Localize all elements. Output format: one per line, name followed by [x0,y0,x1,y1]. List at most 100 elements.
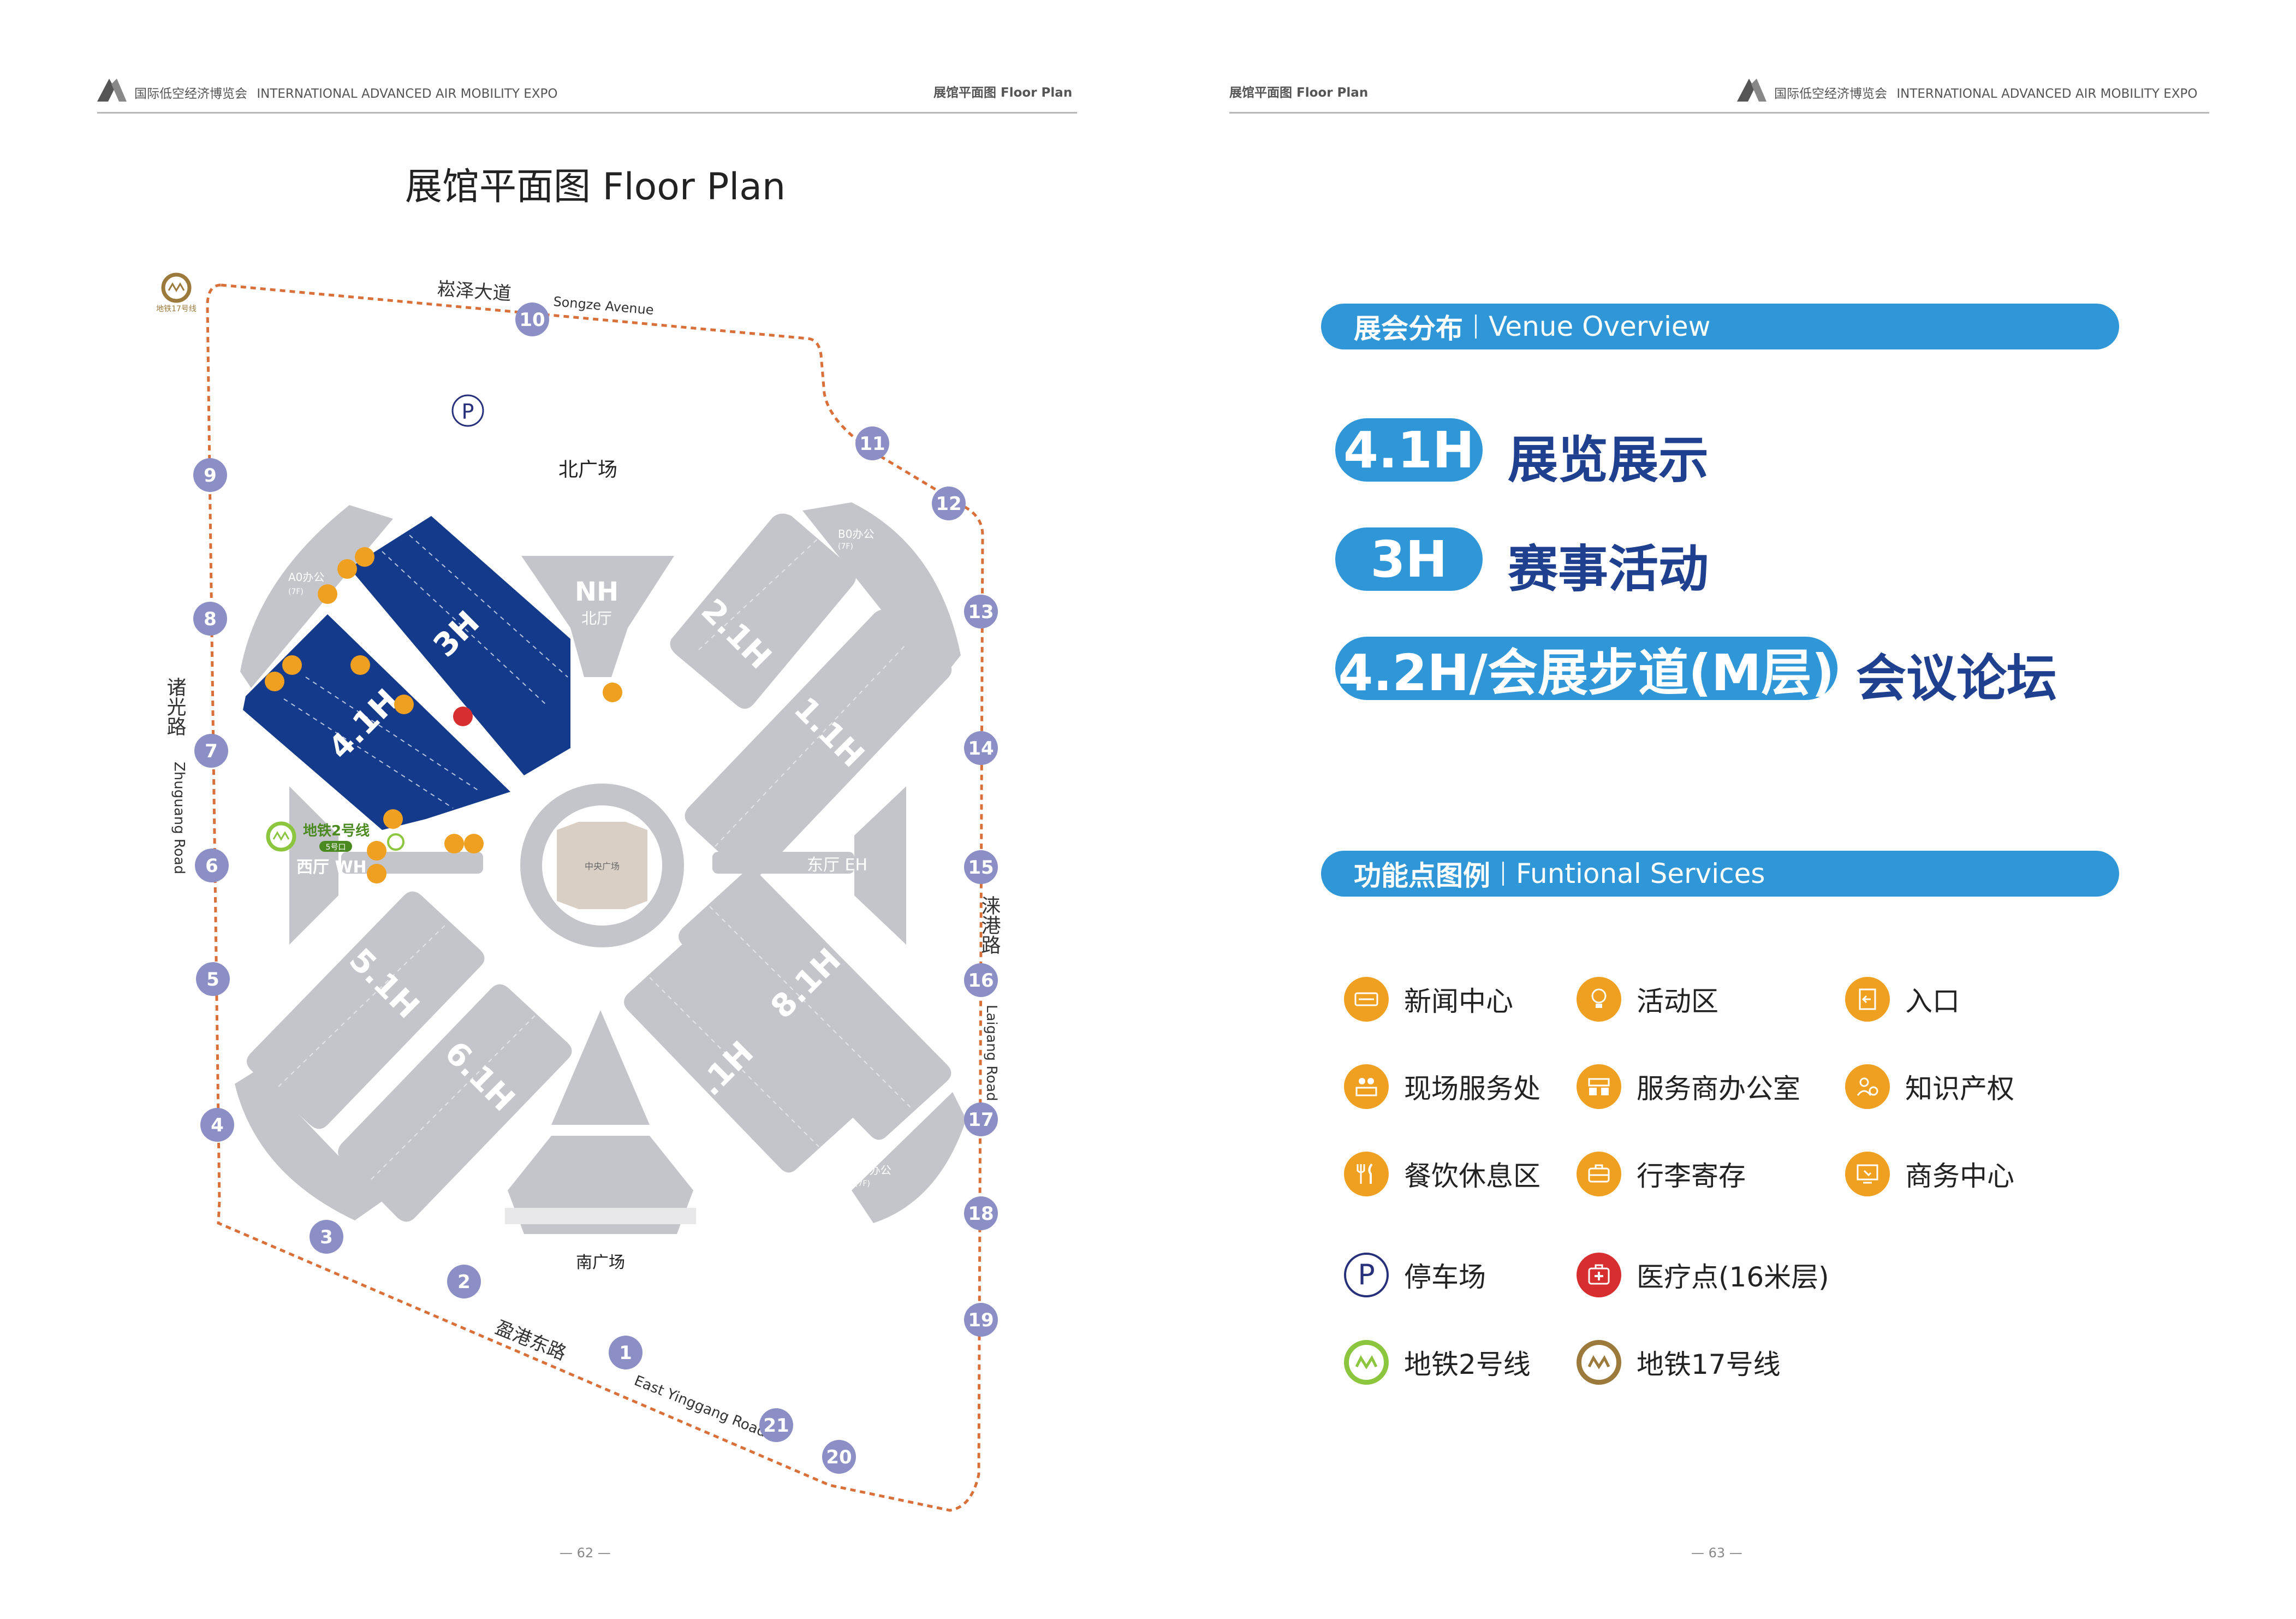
office-icon [1577,1064,1621,1109]
ip-icon [1845,1064,1890,1109]
legend-label: 商务中心 [1905,1160,2014,1192]
legend-label: 现场服务处 [1404,1073,1540,1105]
legend-item: 地铁2号线 [1344,1338,1531,1387]
ip-icon [394,695,414,714]
floor-plan-map: 3H 4.1H 2.1H 1.1H 5.1H 6.1H 7.1H 8.1H NH… [156,272,1001,1512]
venue-hall-desc: 赛事活动 [1508,540,1709,598]
svg-text:4: 4 [211,1114,224,1136]
metro-17-icon [1577,1340,1621,1385]
svg-text:20: 20 [826,1446,852,1468]
parking-icon [451,394,484,427]
svg-text:10: 10 [519,309,545,331]
brand-cn: 国际低空经济博览会 [134,87,247,101]
svg-text:11: 11 [859,433,885,455]
left-page-number: — 62 — [560,1545,611,1561]
bulb-icon [1577,977,1621,1022]
hall-6-1h-shape [338,984,572,1222]
expo-logo-icon [97,79,127,102]
sw-crescent [235,1070,382,1220]
luggage-icon [464,834,484,853]
road-south-en: East Yinggang Road [632,1373,769,1441]
legend-label: 餐饮休息区 [1404,1160,1540,1192]
page-title: 展馆平面图 Floor Plan [405,165,786,209]
entrance-icon [318,584,337,604]
legend-label: 服务商办公室 [1637,1073,1800,1105]
expo-logo-icon [1737,79,1766,102]
business-icon [603,683,622,702]
b0-office-label: B0办公 [838,527,874,541]
legend-item: 新闻中心 [1344,975,1513,1024]
venue-overview-bar: 展会分布 Venue Overview [1321,304,2119,349]
legend-item: 现场服务处 [1344,1062,1540,1111]
bulb-icon [282,655,302,675]
north-plaza-label: 北广场 [558,459,617,481]
right-header-brand: 国际低空经济博览会 INTERNATIONAL ADVANCED AIR MOB… [1774,83,2197,102]
news-icon [1344,977,1389,1022]
central-plaza [557,822,647,909]
venue-hall-pill: 3H [1335,527,1483,591]
hall-5-1h-shape [246,891,485,1129]
hall-2-1h-shape [670,513,856,709]
svg-text:6: 6 [205,855,218,877]
legend-label: 行李寄存 [1637,1160,1746,1192]
svg-text:3: 3 [320,1226,333,1248]
svg-text:17: 17 [968,1109,994,1131]
eh-label: 东厅 EH [807,856,867,875]
svg-text:P: P [462,400,474,424]
legend-label: 入口 [1905,986,1960,1017]
svg-text:Zhuguang Road: Zhuguang Road [171,762,187,874]
eh-corridor [712,852,854,874]
wh-wedge [289,786,338,945]
metro-2-icon [1344,1340,1389,1385]
metro-2-small-icon [387,833,405,851]
parking-icon: P [1344,1253,1389,1297]
legend-label: 停车场 [1404,1261,1486,1293]
bar-separator [1502,862,1504,886]
ne-crescent [802,502,961,683]
luggage-icon [1577,1152,1621,1196]
eh-wedge [854,786,906,945]
right-header-logo [1737,76,1766,105]
svg-text:7: 7 [205,740,218,762]
service-desk-icon [1344,1064,1389,1109]
bar-separator [1475,315,1477,339]
legend-item: P 停车场 [1344,1250,1486,1300]
service-desk-icon [337,559,357,579]
news-icon [350,655,370,675]
brand-en: INTERNATIONAL ADVANCED AIR MOBILITY EXPO [1896,87,2198,101]
nh-label: NH [575,577,618,607]
a0-office-label: A0办公 [288,571,324,584]
south-triangle [551,1010,650,1125]
hall-4-1h-shape [243,614,510,830]
se-crescent [852,1092,966,1223]
road-east: 涞港路 Laigang Road [978,896,1001,1101]
right-header-rule [1229,112,2209,114]
metro-2-small-label: 地铁2号线 [406,839,436,847]
svg-text:2: 2 [457,1271,471,1293]
entrance-icon-2 [444,834,464,853]
svg-text:诸光路: 诸光路 [164,677,186,736]
venue-hall-pill: 4.2H/会展步道(M层) [1335,637,1837,702]
services-bar: 功能点图例 Funtional Services [1321,851,2119,897]
gates: 10 11 12 13 14 15 16 17 18 19 20 21 1 2 … [193,303,998,1474]
svg-text:涞港路: 涞港路 [978,896,1001,954]
svg-text:19: 19 [968,1309,994,1331]
legend-label: 知识产权 [1905,1073,2014,1105]
legend-label: 地铁2号线 [1404,1349,1531,1380]
a0-floor-label: (7F) [288,588,304,596]
legend-item: 商务中心 [1845,1149,2014,1199]
wh-label: 西厅 WH [296,858,367,877]
dining-icon [1344,1152,1389,1196]
legend-label: 新闻中心 [1404,986,1513,1017]
svg-text:21: 21 [763,1415,789,1437]
left-header-logo [97,76,127,105]
services-title-cn: 功能点图例 [1354,860,1490,892]
left-header-rule [97,112,1077,114]
svg-text:5: 5 [206,969,219,991]
svg-text:15: 15 [968,857,994,879]
svg-text:9: 9 [204,465,217,487]
map-service-icons [265,547,622,883]
legend-item: 服务商办公室 [1577,1062,1800,1111]
svg-text:13: 13 [968,601,994,623]
hall-1-1h-shape [685,609,952,879]
